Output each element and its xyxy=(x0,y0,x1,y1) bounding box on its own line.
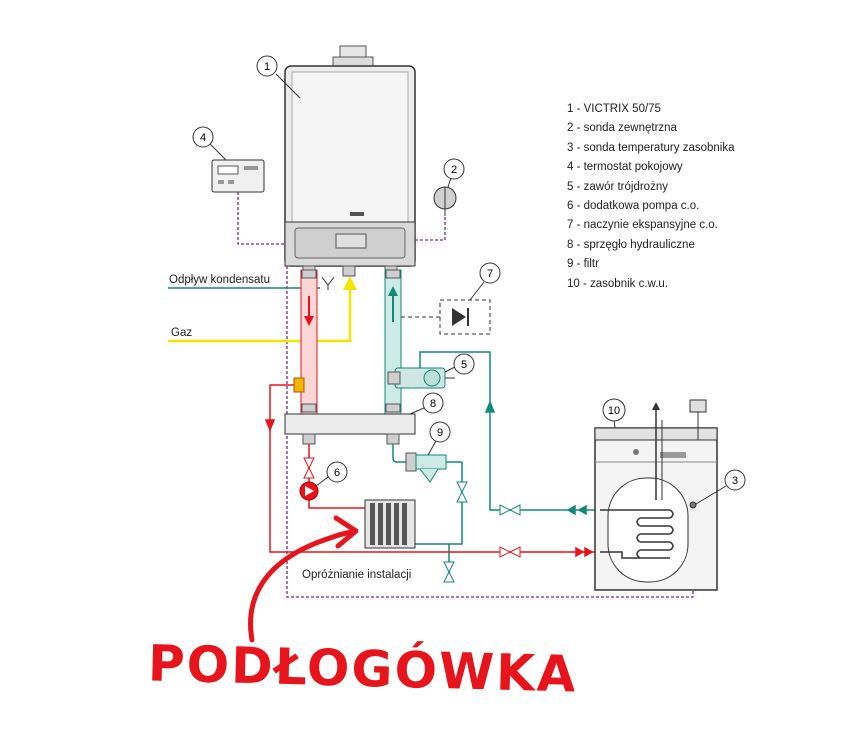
legend-item: 5 - zawór trójdrożny xyxy=(567,180,668,193)
callout-10: 10 xyxy=(602,398,626,429)
dhw-loop-pipes xyxy=(419,351,600,516)
svg-text:1: 1 xyxy=(264,61,270,73)
dhw-supply-pipe xyxy=(264,384,600,558)
callout-5: 5 xyxy=(444,353,475,375)
svg-text:9: 9 xyxy=(437,427,443,439)
circulation-pump xyxy=(299,481,319,501)
callout-6: 6 xyxy=(315,461,348,487)
callout-3: 3 xyxy=(695,469,746,505)
floor-heating-annotation: PODŁOGÓWKA xyxy=(147,634,579,704)
outdoor-sensor xyxy=(433,186,457,216)
legend-item: 7 - naczynie ekspansyjne c.o. xyxy=(567,219,718,232)
gas-label: Gaz xyxy=(171,327,193,339)
drain-valve xyxy=(443,561,455,583)
handwritten-arrow xyxy=(248,515,359,643)
legend: 1 - VICTRIX 50/75 2 - sonda zewnętrzna 3… xyxy=(567,100,734,294)
legend-item: 3 - sonda temperatury zasobnika xyxy=(567,141,735,154)
room-thermostat xyxy=(211,159,265,193)
legend-item: 6 - dodatkowa pompa c.o. xyxy=(567,200,700,213)
legend-item: 4 - termostat pokojowy xyxy=(567,161,683,174)
svg-text:4: 4 xyxy=(200,132,206,144)
svg-text:8: 8 xyxy=(430,398,436,410)
svg-text:5: 5 xyxy=(461,359,467,371)
callout-8: 8 xyxy=(409,392,444,415)
air-vent xyxy=(293,377,305,393)
dhw-supply-valve xyxy=(499,546,521,558)
svg-text:7: 7 xyxy=(487,268,493,280)
return-pipe-boiler xyxy=(384,269,402,416)
callout-1: 1 xyxy=(256,55,301,99)
callout-2: 2 xyxy=(443,158,465,188)
callout-9: 9 xyxy=(427,421,451,456)
svg-text:6: 6 xyxy=(334,467,340,479)
legend-item: 1 - VICTRIX 50/75 xyxy=(567,103,661,115)
boiler xyxy=(284,45,416,277)
legend-item: 10 - zasobnik c.w.u. xyxy=(567,277,668,290)
supply-valve xyxy=(303,457,315,479)
circuit-return-valve xyxy=(456,481,468,503)
svg-text:10: 10 xyxy=(608,405,620,417)
radiator xyxy=(364,499,416,549)
dhw-tank xyxy=(594,399,718,591)
three-way-valve xyxy=(387,367,455,389)
svg-text:2: 2 xyxy=(451,164,457,176)
svg-text:3: 3 xyxy=(732,475,738,487)
legend-item: 9 - filtr xyxy=(567,258,599,271)
condensate-label: Odpływ kondensatu xyxy=(169,274,271,286)
callout-7: 7 xyxy=(469,262,501,301)
legend-item: 2 - sonda zewnętrzna xyxy=(567,122,677,135)
tank-coil xyxy=(600,509,674,559)
condensate-line xyxy=(168,276,335,290)
hydraulic-separator xyxy=(284,413,416,445)
drain-label: Opróżnianie instalacji xyxy=(302,569,412,581)
dhw-return-valve xyxy=(499,504,521,516)
tank-sensor xyxy=(689,501,697,509)
expansion-vessel xyxy=(401,299,491,335)
filter xyxy=(392,444,462,483)
gas-line xyxy=(168,276,357,343)
callout-4: 4 xyxy=(192,126,227,161)
legend-item: 8 - sprzęgło hydrauliczne xyxy=(567,238,695,251)
circuit-return-pipe xyxy=(415,462,463,580)
supply-pipe-boiler xyxy=(300,269,318,416)
